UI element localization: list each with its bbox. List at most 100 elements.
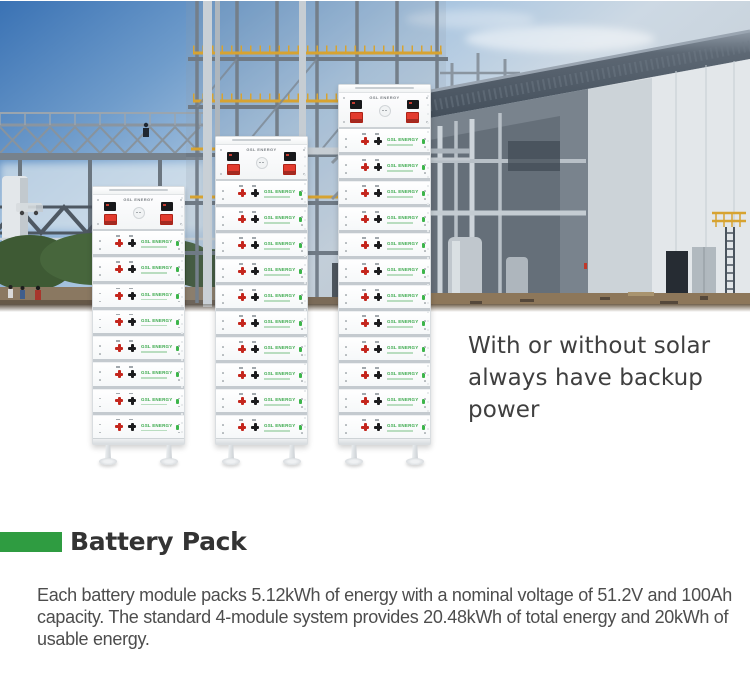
terminal-label: [116, 287, 120, 289]
status-led-icon: [176, 398, 179, 404]
terminal-label: [252, 237, 256, 239]
positive-terminal-icon: [238, 267, 246, 275]
terminal-label: [252, 341, 256, 343]
positive-terminal-icon: [115, 396, 123, 405]
rack-top-cap: [339, 85, 430, 93]
negative-terminal-icon: [374, 423, 382, 431]
terminal-label: [375, 341, 379, 343]
module-brand-label: GSL ENERGY: [264, 345, 296, 350]
negative-terminal-icon: [374, 189, 382, 197]
vent-icon: [255, 157, 268, 169]
screw-dots: [222, 216, 224, 218]
screw-dots: [345, 138, 347, 140]
status-led-icon: [299, 243, 302, 248]
negative-terminal-icon: [251, 397, 259, 405]
terminal-label: [375, 289, 379, 291]
module-spec-line: [141, 246, 167, 248]
battery-module: GSL ENERGY: [93, 231, 184, 255]
battery-module: GSL ENERGY: [339, 152, 430, 178]
screw-dots: [222, 346, 224, 348]
module-brand-label: GSL ENERGY: [264, 397, 296, 402]
module-spec-line: [264, 430, 290, 432]
screw-dots: [345, 216, 347, 218]
terminal-label: [116, 392, 120, 394]
brand-logo: GSL ENERGY: [246, 147, 277, 152]
rack-control-unit: GSL ENERGY: [216, 145, 307, 181]
brand-logo: GSL ENERGY: [369, 95, 400, 100]
battery-rack-medium: GSL ENERGY GSL ENERGY GSL ENERGY GSL ENERG…: [215, 136, 308, 465]
rack-base: [216, 438, 307, 444]
screw-dots: [222, 242, 224, 244]
breaker-display-icon: [104, 202, 116, 211]
module-brand-label: GSL ENERGY: [387, 397, 419, 402]
section-title: Battery Pack: [70, 527, 247, 556]
battery-module: GSL ENERGY: [93, 359, 184, 386]
module-spec-line: [264, 378, 290, 380]
negative-terminal-icon: [251, 345, 259, 353]
terminal-label: [116, 418, 120, 421]
module-spec-line: [387, 222, 413, 224]
battery-module: GSL ENERGY: [339, 129, 430, 152]
module-brand-label: GSL ENERGY: [264, 215, 296, 220]
section-paragraph: Each battery module packs 5.12kWh of ene…: [37, 585, 732, 649]
terminal-label: [375, 419, 379, 421]
module-spec-line: [264, 300, 290, 302]
negative-terminal-icon: [374, 137, 382, 145]
module-spec-line: [141, 351, 167, 353]
terminal-label: [252, 289, 256, 291]
terminal-label: [252, 263, 256, 265]
terminal-label: [375, 263, 379, 265]
status-led-icon: [299, 191, 302, 196]
status-led-icon: [422, 347, 425, 352]
module-brand-label: GSL ENERGY: [264, 189, 296, 194]
negative-terminal-icon: [128, 317, 136, 326]
battery-module: GSL ENERGY: [339, 386, 430, 412]
negative-terminal-icon: [128, 291, 136, 300]
module-brand-label: GSL ENERGY: [387, 423, 419, 428]
terminal-label: [362, 367, 366, 369]
negative-terminal-icon: [251, 267, 259, 275]
rack-base: [339, 438, 430, 444]
status-led-icon: [299, 321, 302, 326]
module-brand-label: GSL ENERGY: [141, 396, 173, 402]
module-spec-line: [264, 274, 290, 276]
terminal-label: [375, 393, 379, 395]
terminal-label: [362, 419, 366, 421]
screw-dots: [220, 149, 222, 151]
module-brand-label: GSL ENERGY: [387, 189, 419, 194]
rack-top-cap: [216, 137, 307, 145]
terminal-label: [129, 235, 133, 237]
terminal-label: [116, 313, 120, 316]
terminal-label: [375, 185, 379, 187]
rack-foot: [283, 458, 301, 465]
battery-module: GSL ENERGY: [216, 204, 307, 230]
positive-terminal-icon: [115, 422, 123, 431]
screw-dots: [222, 190, 224, 192]
battery-module: GSL ENERGY: [216, 282, 307, 308]
power-connector-icon: [283, 164, 296, 175]
status-led-icon: [422, 139, 425, 144]
tagline-line-1: With or without solar: [468, 333, 711, 359]
negative-terminal-icon: [251, 189, 259, 197]
rack-leg: [412, 445, 418, 460]
terminal-label: [239, 367, 243, 369]
battery-module: GSL ENERGY: [339, 282, 430, 308]
screw-dots: [345, 398, 347, 400]
positive-terminal-icon: [361, 371, 369, 379]
positive-terminal-icon: [238, 215, 246, 223]
status-led-icon: [176, 346, 179, 351]
terminal-label: [375, 367, 379, 369]
terminal-label: [239, 315, 243, 317]
rack-foot: [345, 458, 363, 465]
module-brand-label: GSL ENERGY: [264, 267, 296, 272]
module-brand-label: GSL ENERGY: [141, 317, 173, 323]
terminal-label: [116, 340, 120, 342]
module-brand-label: GSL ENERGY: [264, 293, 296, 298]
negative-terminal-icon: [128, 370, 136, 379]
battery-module: GSL ENERGY: [339, 256, 430, 282]
positive-terminal-icon: [361, 397, 369, 405]
status-led-icon: [422, 295, 425, 300]
module-brand-label: GSL ENERGY: [387, 163, 419, 168]
screw-dots: [345, 346, 347, 348]
